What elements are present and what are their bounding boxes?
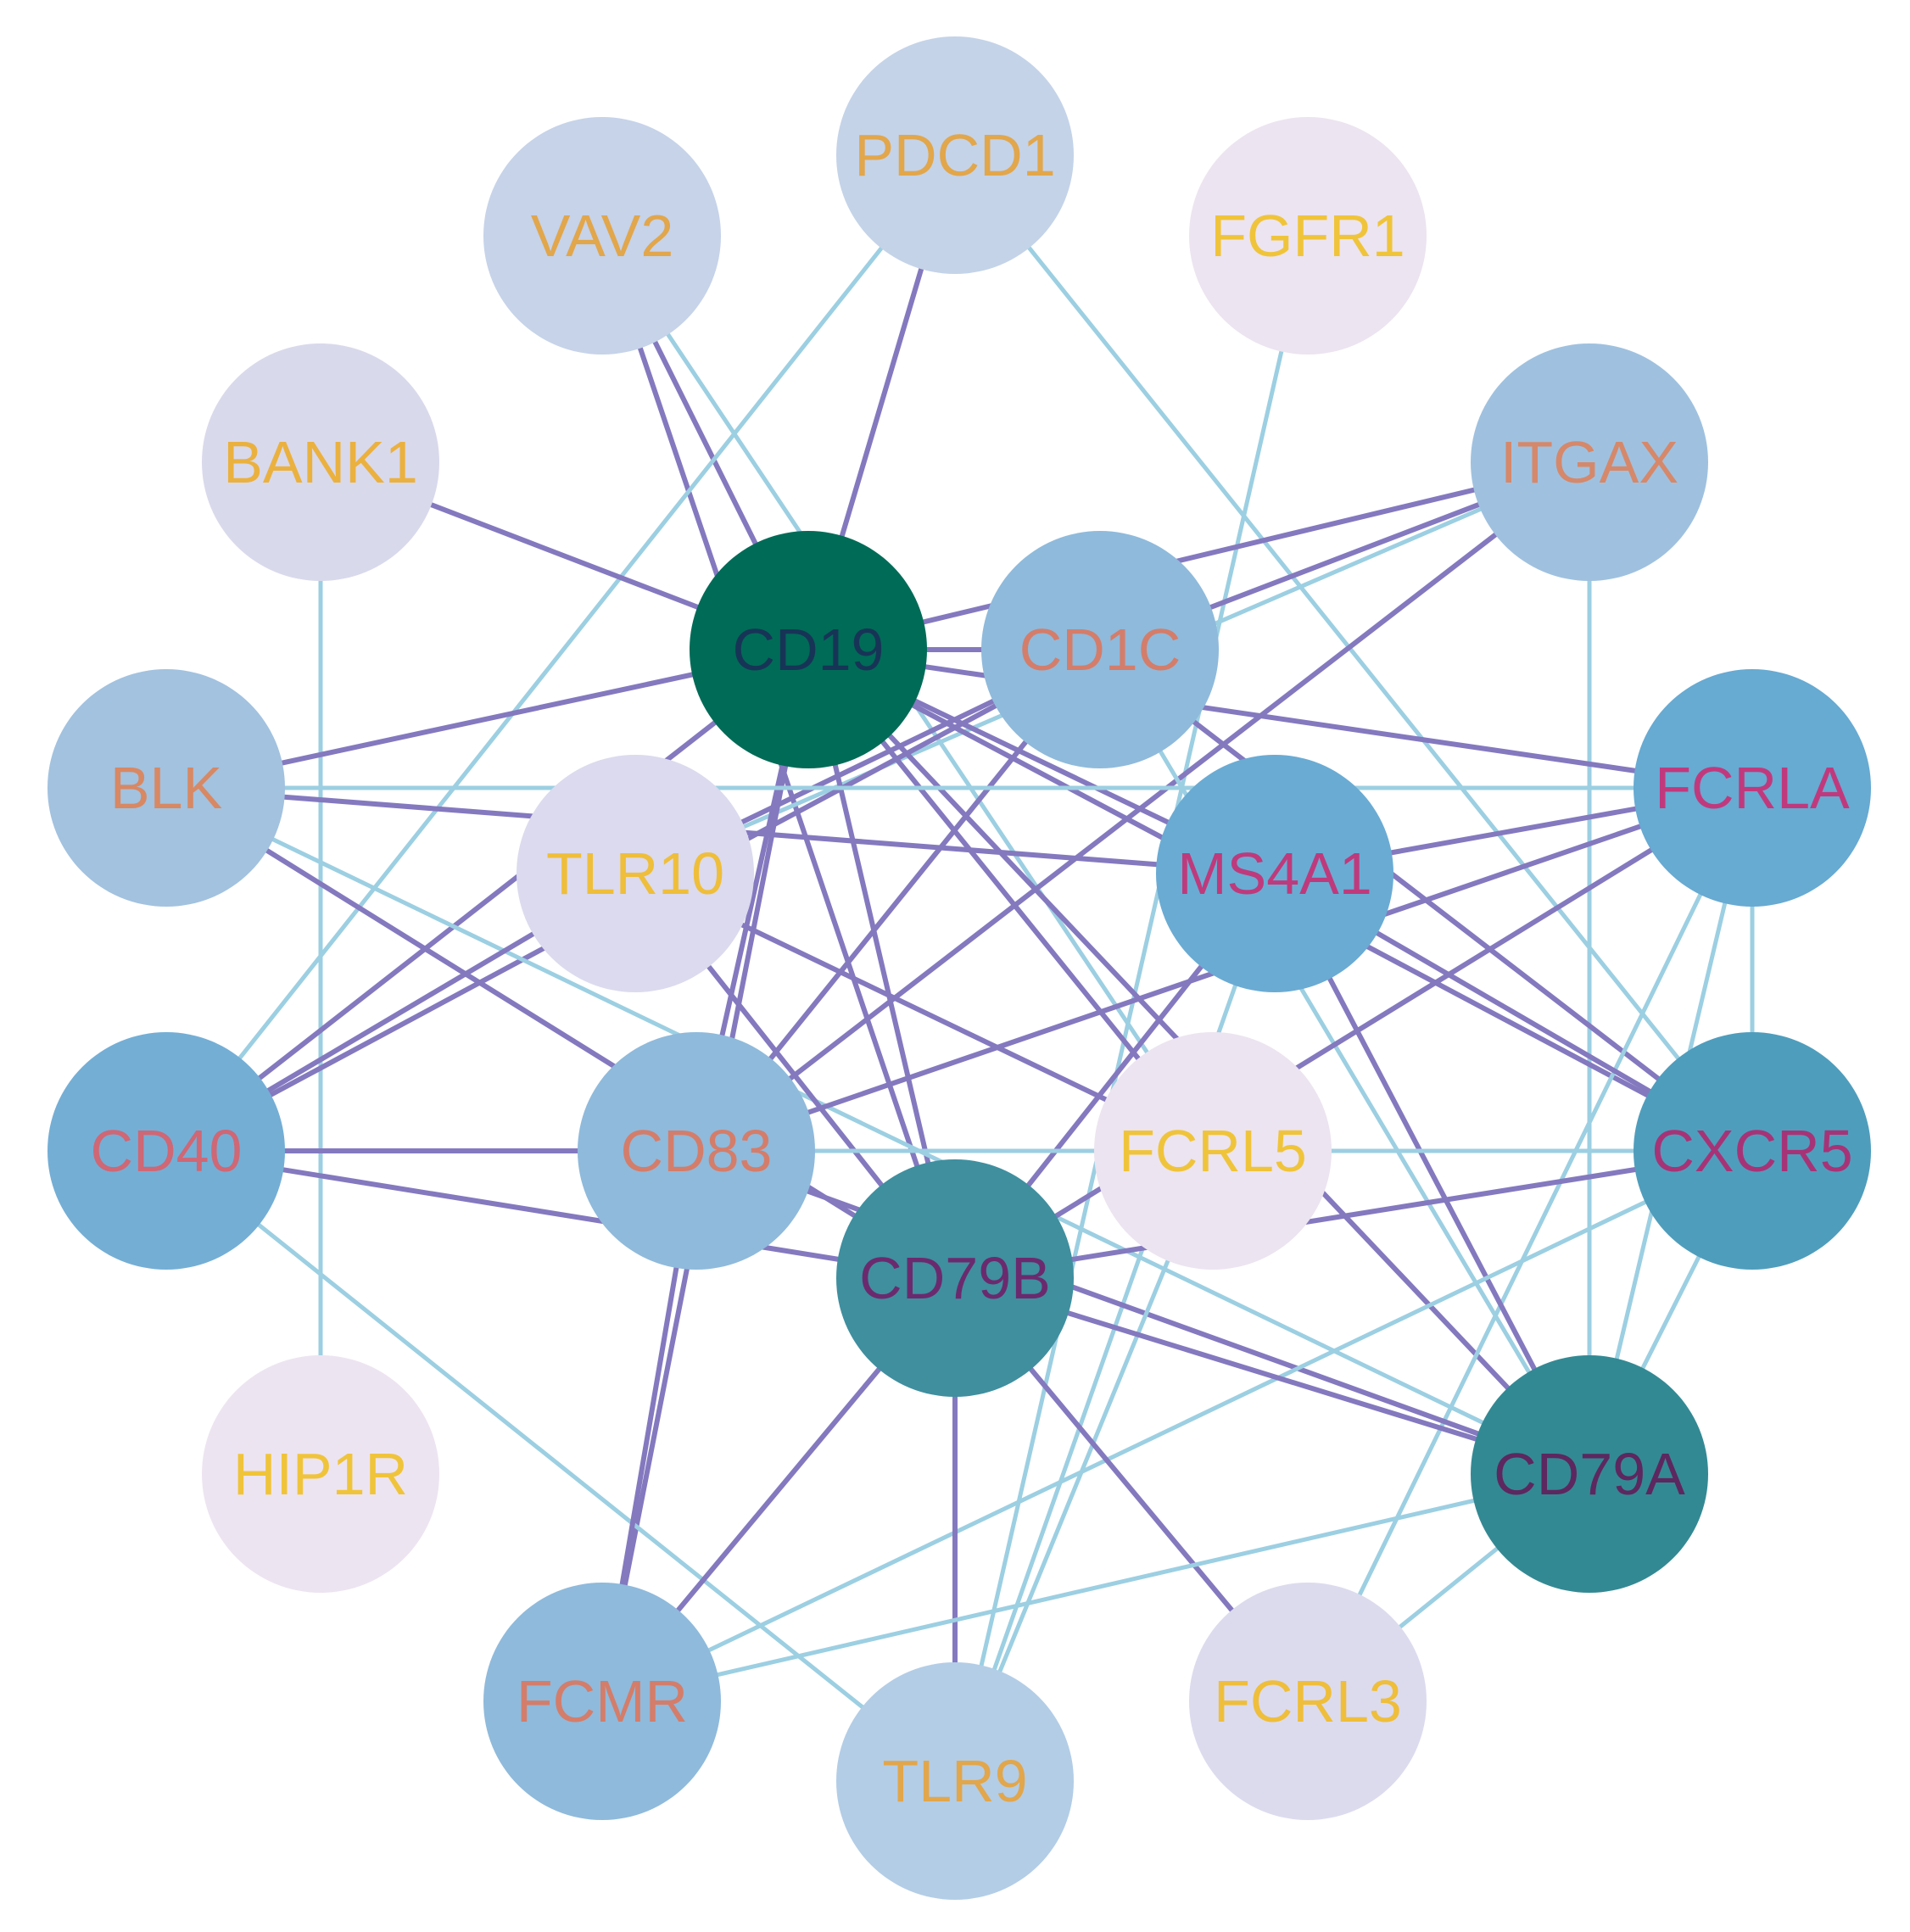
edge-fgfr1-tlr9: [952, 233, 1310, 1784]
node-hip1r[interactable]: HIP1R: [202, 1355, 439, 1593]
node-ms4a1[interactable]: MS4A1: [1156, 755, 1393, 992]
node-label: FGFR1: [1210, 203, 1405, 269]
node-circle[interactable]: [1634, 669, 1871, 907]
node-circle[interactable]: [517, 755, 754, 992]
node-cd79a[interactable]: CD79A: [1471, 1355, 1708, 1593]
node-label: FCRLA: [1655, 755, 1850, 821]
node-bank1[interactable]: BANK1: [202, 343, 439, 581]
node-cd1c[interactable]: CD1C: [981, 531, 1219, 768]
edge-fcrla-fcrl3: [1305, 785, 1755, 1704]
node-circle[interactable]: [836, 1662, 1074, 1900]
node-label: FCRL3: [1214, 1668, 1402, 1734]
node-label: FCMR: [517, 1668, 688, 1734]
edge-pdcd1-cd40: [164, 153, 958, 1153]
node-label: BANK1: [223, 429, 418, 495]
node-circle[interactable]: [1634, 1032, 1871, 1270]
node-circle[interactable]: [202, 1355, 439, 1593]
edge-cxcr5-fcmr: [600, 1148, 1755, 1704]
node-cd79b[interactable]: CD79B: [836, 1159, 1074, 1397]
node-label: CXCR5: [1651, 1118, 1852, 1184]
node-label: FCRL5: [1119, 1118, 1307, 1184]
node-circle[interactable]: [1189, 1583, 1427, 1820]
node-pdcd1[interactable]: PDCD1: [836, 36, 1074, 274]
edge-pdcd1-cxcr5: [952, 153, 1755, 1153]
node-circle[interactable]: [690, 531, 927, 768]
node-tlr9[interactable]: TLR9: [836, 1662, 1074, 1900]
edge-cxcr5-cd79b: [952, 1148, 1755, 1281]
node-fcrla[interactable]: FCRLA: [1634, 669, 1871, 907]
node-label: ITGAX: [1500, 429, 1678, 495]
node-label: TLR9: [882, 1748, 1027, 1814]
node-label: CD19: [733, 617, 885, 683]
node-fcmr[interactable]: FCMR: [483, 1583, 721, 1820]
node-label: CD79B: [859, 1245, 1051, 1311]
node-label: TLR10: [546, 840, 724, 907]
edge-itgax-cd19: [806, 460, 1592, 652]
edge-cd40-cd79b: [164, 1148, 958, 1281]
node-cd19[interactable]: CD19: [690, 531, 927, 768]
node-fcrl5[interactable]: FCRL5: [1094, 1032, 1332, 1270]
node-circle[interactable]: [1471, 343, 1708, 581]
node-circle[interactable]: [47, 669, 285, 907]
node-label: CD1C: [1019, 617, 1181, 683]
node-label: HIP1R: [233, 1441, 408, 1507]
node-tlr10[interactable]: TLR10: [517, 755, 754, 992]
edge-cd19-cd40: [164, 647, 811, 1153]
node-circle[interactable]: [1189, 117, 1427, 355]
edge-fcrla-cd79b: [952, 785, 1755, 1281]
node-cxcr5[interactable]: CXCR5: [1634, 1032, 1871, 1270]
edge-cd19-fcrla: [806, 647, 1755, 790]
node-label: PDCD1: [854, 122, 1055, 188]
node-fcrl3[interactable]: FCRL3: [1189, 1583, 1427, 1820]
node-vav2[interactable]: VAV2: [483, 117, 721, 355]
node-label: VAV2: [531, 203, 674, 269]
node-circle[interactable]: [836, 1159, 1074, 1397]
node-circle[interactable]: [483, 117, 721, 355]
node-circle[interactable]: [981, 531, 1219, 768]
node-label: CD83: [621, 1118, 773, 1184]
node-itgax[interactable]: ITGAX: [1471, 343, 1708, 581]
node-circle[interactable]: [483, 1583, 721, 1820]
edge-blk-cd79a: [164, 785, 1592, 1477]
node-cd40[interactable]: CD40: [47, 1032, 285, 1270]
node-circle[interactable]: [1471, 1355, 1708, 1593]
node-circle[interactable]: [578, 1032, 815, 1270]
node-blk[interactable]: BLK: [47, 669, 285, 907]
node-circle[interactable]: [47, 1032, 285, 1270]
node-label: BLK: [110, 755, 222, 821]
node-cd83[interactable]: CD83: [578, 1032, 815, 1270]
edge-cd40-tlr9: [164, 1148, 958, 1784]
edge-cd79a-fcmr: [600, 1471, 1592, 1704]
node-fgfr1[interactable]: FGFR1: [1189, 117, 1427, 355]
node-circle[interactable]: [202, 343, 439, 581]
node-label: MS4A1: [1177, 840, 1372, 907]
node-circle[interactable]: [1094, 1032, 1332, 1270]
node-circle[interactable]: [836, 36, 1074, 274]
node-circle[interactable]: [1156, 755, 1393, 992]
edge-itgax-cd83: [694, 460, 1592, 1153]
edge-cd83-cd79a: [694, 1148, 1592, 1477]
node-label: CD79A: [1494, 1441, 1685, 1507]
node-label: CD40: [91, 1118, 243, 1184]
